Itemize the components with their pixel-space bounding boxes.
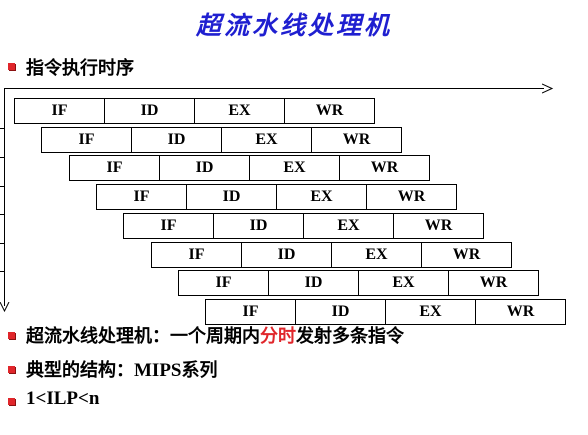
axis-tick: [0, 243, 4, 244]
subheading: 指令执行时序: [26, 58, 134, 79]
time-axis-arrow: [542, 83, 554, 94]
axis-tick: [0, 157, 4, 158]
slide-title: 超流水线处理机: [195, 11, 392, 40]
instruction-axis: [4, 88, 5, 306]
bullet-structure-prefix: 典型的结构：: [26, 360, 134, 381]
stage-if: IF: [205, 299, 296, 325]
stage-if: IF: [41, 127, 132, 153]
stage-wr: WR: [366, 184, 457, 210]
bullet-marker: [8, 366, 15, 373]
stage-id: ID: [104, 98, 195, 124]
stage-wr: WR: [284, 98, 375, 124]
stage-ex: EX: [385, 299, 476, 325]
bullet-definition: 超流水线处理机：一个周期内分时发射多条指令: [26, 322, 404, 348]
stage-ex: EX: [194, 98, 285, 124]
axis-tick: [0, 128, 4, 129]
bullet-marker: [8, 398, 15, 405]
axis-tick: [0, 186, 4, 187]
stage-if: IF: [14, 98, 105, 124]
stage-id: ID: [295, 299, 386, 325]
stage-ex: EX: [221, 127, 312, 153]
stage-if: IF: [69, 155, 160, 181]
stage-id: ID: [186, 184, 277, 210]
stage-ex: EX: [303, 213, 394, 239]
stage-wr: WR: [475, 299, 566, 325]
stage-id: ID: [268, 270, 359, 296]
bullet-marker: [8, 63, 15, 70]
stage-wr: WR: [339, 155, 430, 181]
stage-ex: EX: [358, 270, 449, 296]
stage-id: ID: [213, 213, 304, 239]
bullet-definition-suffix: 发射多条指令: [296, 326, 404, 347]
stage-ex: EX: [276, 184, 367, 210]
axis-tick: [0, 271, 4, 272]
time-axis: [4, 88, 544, 89]
bullet-ilp: 1<ILP<n: [26, 388, 100, 409]
stage-ex: EX: [249, 155, 340, 181]
bullet-marker: [8, 332, 15, 339]
highlight-term: 分时: [260, 326, 296, 347]
stage-id: ID: [241, 242, 332, 268]
stage-wr: WR: [448, 270, 539, 296]
stage-wr: WR: [311, 127, 402, 153]
stage-if: IF: [151, 242, 242, 268]
stage-wr: WR: [393, 213, 484, 239]
stage-id: ID: [131, 127, 222, 153]
stage-id: ID: [159, 155, 250, 181]
bullet-structure: 典型的结构：MIPS系列: [26, 356, 218, 382]
stage-if: IF: [123, 213, 214, 239]
instruction-axis-arrow: [0, 302, 10, 312]
stage-if: IF: [96, 184, 187, 210]
stage-if: IF: [178, 270, 269, 296]
axis-tick: [0, 214, 4, 215]
stage-wr: WR: [421, 242, 512, 268]
stage-ex: EX: [331, 242, 422, 268]
bullet-structure-suffix: 系列: [181, 360, 218, 381]
bullet-definition-prefix: 超流水线处理机：一个周期内: [26, 326, 260, 347]
mips-label: MIPS: [134, 360, 182, 381]
